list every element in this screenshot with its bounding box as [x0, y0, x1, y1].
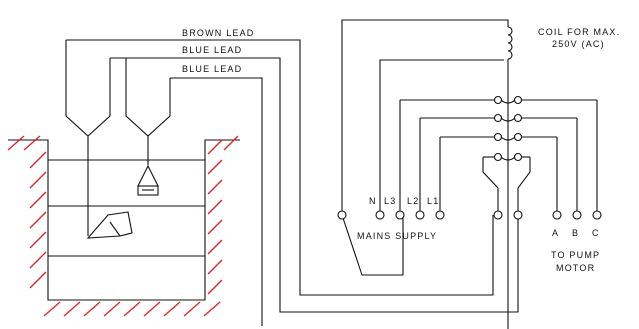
blue-lead-label-1: BLUE LEAD — [182, 45, 242, 55]
motor-wiring — [482, 100, 598, 215]
mains-wiring — [399, 100, 441, 215]
pump-motor-label-line2: MOTOR — [556, 263, 595, 273]
blue-lead-label-2: BLUE LEAD — [182, 64, 242, 74]
mains-terminal-label-n: N — [369, 196, 377, 206]
mains-terminal-n — [337, 210, 347, 220]
coil-label-line1: COIL FOR MAX. — [538, 27, 620, 37]
motor-terminal-a — [552, 210, 562, 220]
tank-hatching — [7, 135, 239, 317]
float-switch-right — [125, 58, 171, 196]
tank — [7, 135, 240, 317]
mains-supply-label: MAINS SUPPLY — [357, 231, 437, 241]
coil-icon — [507, 26, 513, 60]
motor-terminal-c — [592, 210, 602, 220]
brown-lead-wire — [66, 39, 494, 296]
mains-terminal-4 — [435, 210, 445, 220]
mains-terminal-l3 — [375, 210, 385, 220]
coil-label-line2: 250V (AC) — [552, 39, 605, 49]
contactor-contacts — [400, 95, 597, 329]
mains-terminal-label-l2: L2 — [407, 196, 419, 206]
motor-terminal-label-a: A — [552, 228, 559, 238]
mains-terminal-label-l1: L1 — [427, 196, 439, 206]
brown-lead-label: BROWN LEAD — [182, 28, 255, 38]
motor-terminal-label-c: C — [592, 228, 600, 238]
motor-terminal-b — [572, 210, 582, 220]
motor-terminal-label-b: B — [572, 228, 579, 238]
float-switch-left — [65, 40, 133, 239]
motor-terminals — [552, 210, 602, 220]
mains-terminal-l2 — [395, 210, 405, 220]
contact-terminal-right — [513, 210, 523, 220]
water-level-lines — [48, 159, 205, 257]
blue-lead-wire-1 — [110, 57, 519, 313]
mains-terminals — [337, 210, 523, 220]
pump-motor-label-line1: TO PUMP — [551, 250, 600, 260]
coil-circuit — [341, 19, 513, 276]
mains-terminal-l1 — [415, 210, 425, 220]
blue-lead-wire-2 — [170, 77, 263, 326]
contact-terminal-left — [493, 210, 503, 220]
mains-terminal-label-l3: L3 — [384, 196, 396, 206]
